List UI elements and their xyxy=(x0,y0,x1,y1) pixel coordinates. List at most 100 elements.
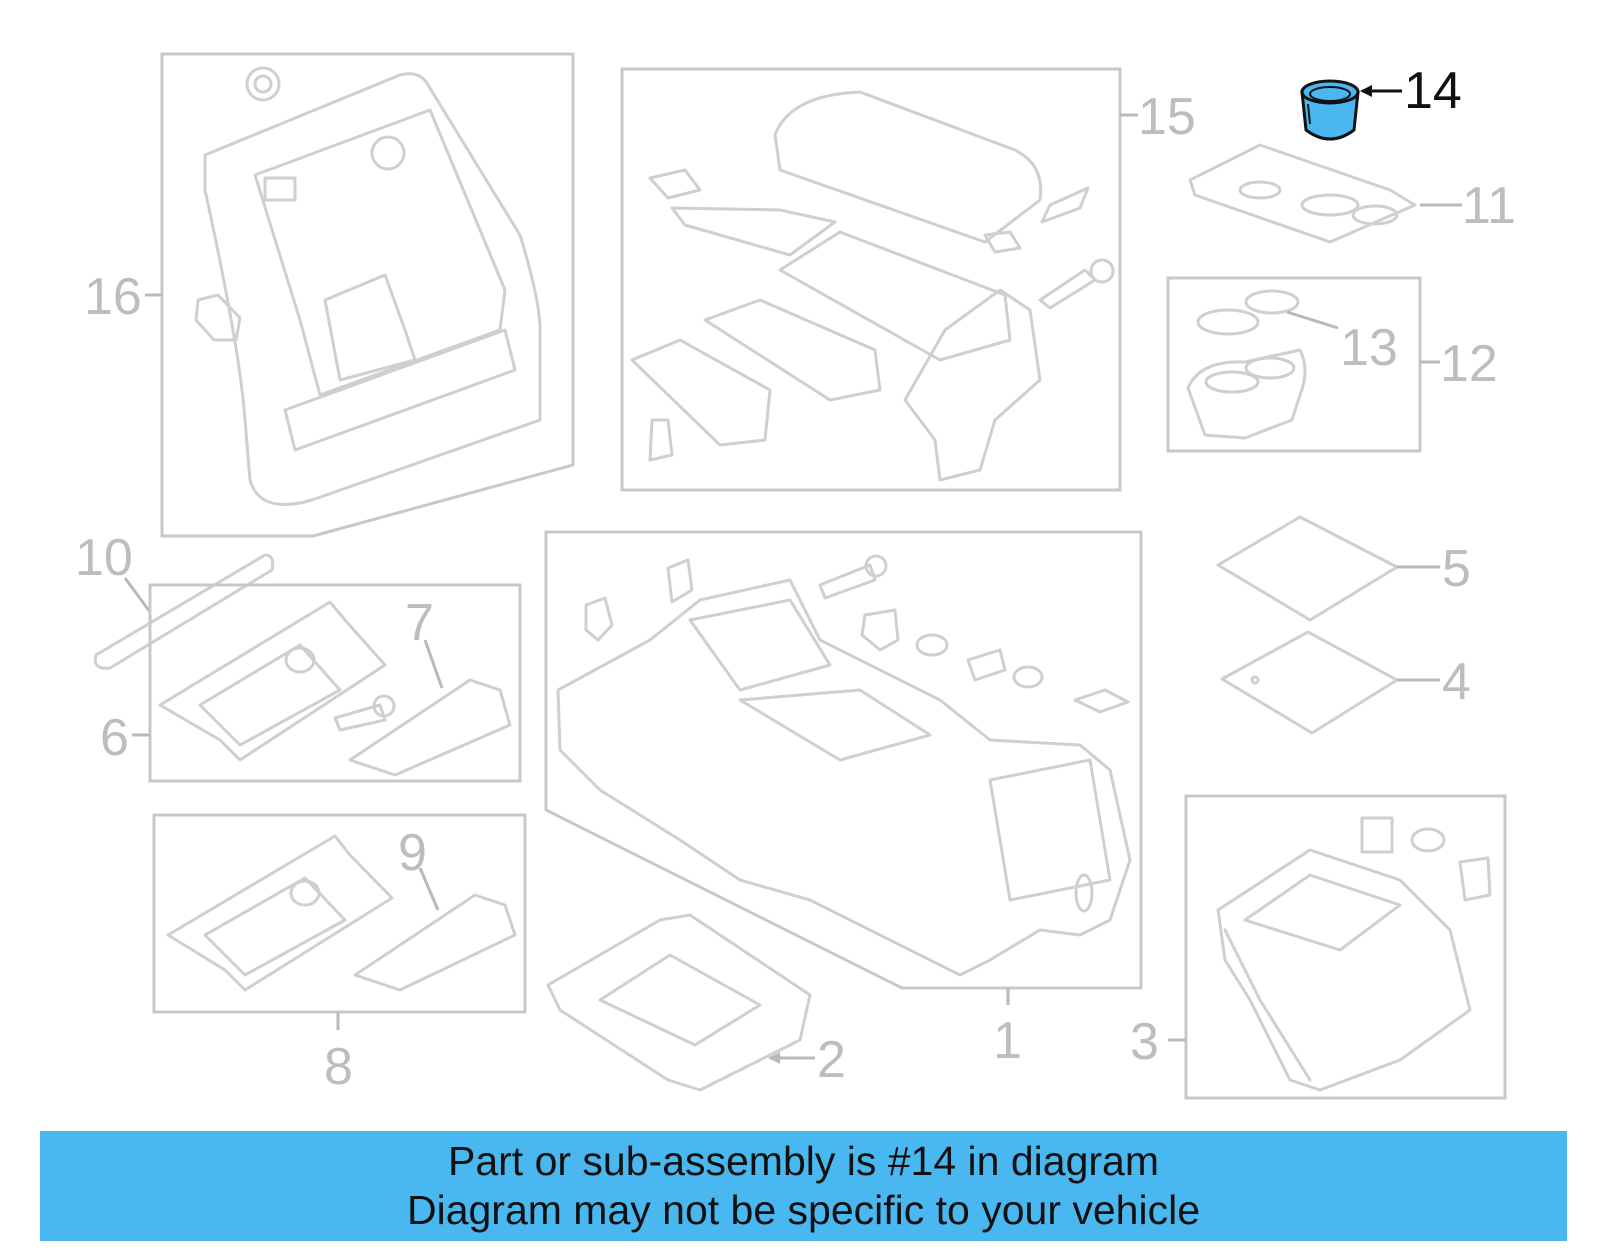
console-top-opening xyxy=(688,598,832,692)
part-1-clip-c xyxy=(860,608,900,652)
cup-holder-body xyxy=(1186,348,1307,440)
box-12 xyxy=(1166,276,1422,453)
part-1-clip-a xyxy=(584,596,614,642)
pad-b xyxy=(983,230,1022,254)
callout-14: 14 xyxy=(1404,62,1462,120)
pad-c xyxy=(1040,186,1090,224)
panel-knob xyxy=(370,135,406,171)
bin-opening xyxy=(1243,873,1402,952)
cup-holder-ring-a xyxy=(1196,308,1260,336)
part-16-clip xyxy=(194,293,242,342)
callout-5: 5 xyxy=(1442,540,1471,598)
leader-13 xyxy=(1286,310,1339,330)
part-1-grommet-a xyxy=(915,633,949,657)
bezel-hole-b xyxy=(1300,193,1360,217)
panel-bottom xyxy=(283,328,517,452)
part-10-strip xyxy=(93,553,275,670)
part-12-group[interactable]: 13 12 xyxy=(1166,276,1498,453)
console-vent xyxy=(1074,873,1094,913)
part-6-screw-head xyxy=(372,694,396,718)
part-3-clip-b xyxy=(1458,856,1492,902)
part-3-group[interactable]: 3 xyxy=(1130,794,1507,1100)
armrest-base xyxy=(778,230,1012,362)
cup-holder-ring-b xyxy=(1244,289,1300,315)
part-2-inner xyxy=(598,953,762,1047)
part-1-clip-d xyxy=(966,648,1007,682)
tray-a xyxy=(703,298,882,402)
part-8-hole xyxy=(289,879,321,907)
part-11-group[interactable]: 11 xyxy=(1188,143,1516,244)
part-14-body xyxy=(1300,90,1360,141)
bin-side-ribs xyxy=(1223,928,1312,1082)
screw-15-head xyxy=(1089,258,1115,284)
bumper-15 xyxy=(648,418,674,462)
console-outline xyxy=(556,578,1132,977)
part-10-group[interactable]: 10 xyxy=(75,529,275,670)
part-6-hole xyxy=(284,646,316,674)
part-14-highlighted[interactable]: 14 xyxy=(1300,62,1462,141)
part-1-group[interactable]: 1 xyxy=(544,530,1143,1070)
part-6-bezel xyxy=(158,600,387,762)
callout-1: 1 xyxy=(993,1012,1022,1070)
pad-a xyxy=(648,168,702,200)
callout-6: 6 xyxy=(100,709,129,767)
part-16-grommet-hole xyxy=(253,74,273,94)
part-14-tab xyxy=(1307,103,1311,125)
arrow-14 xyxy=(1360,85,1372,97)
part-8-bezel xyxy=(166,834,394,992)
box-6 xyxy=(148,583,522,783)
part-8-opening xyxy=(203,876,347,977)
callout-2: 2 xyxy=(817,1031,846,1089)
callout-12: 12 xyxy=(1440,335,1498,393)
part-15-group[interactable]: 15 xyxy=(620,67,1196,492)
box-3 xyxy=(1184,794,1507,1100)
part-4-dot xyxy=(1250,675,1260,685)
callout-11: 11 xyxy=(1462,177,1516,235)
part-14-rim-inner xyxy=(1309,86,1351,102)
callout-13: 13 xyxy=(1340,319,1398,377)
part-1-grommet-b xyxy=(1012,665,1044,689)
part-9-tray xyxy=(353,893,517,992)
part-4-group[interactable]: 4 xyxy=(1220,630,1471,735)
cup-well-a xyxy=(1204,370,1260,394)
part-16-grommet xyxy=(245,66,281,102)
console-rear-panel xyxy=(988,758,1112,902)
leader-9 xyxy=(418,867,440,911)
leader-7 xyxy=(423,639,444,689)
hinge-bracket xyxy=(903,288,1042,482)
part-1-screw-head xyxy=(864,554,888,578)
bin-outline xyxy=(1216,848,1472,1092)
box-16 xyxy=(160,52,575,538)
part-3-clip-a xyxy=(1360,816,1394,854)
part-6-screw xyxy=(333,703,387,732)
part-3-grommet xyxy=(1410,827,1446,853)
box-1 xyxy=(544,530,1143,990)
tray-b xyxy=(630,338,772,447)
part-6-group[interactable]: 7 6 xyxy=(100,583,522,783)
bezel-outline xyxy=(1188,143,1417,244)
part-16-group[interactable]: 16 xyxy=(84,52,575,538)
console-tray xyxy=(738,688,932,762)
part-2-tray xyxy=(546,913,812,1092)
callout-8: 8 xyxy=(324,1038,353,1096)
arrow-2 xyxy=(768,1052,780,1064)
part-5-pad xyxy=(1216,515,1399,622)
bezel-hole-c xyxy=(1351,204,1399,226)
part-4-pad xyxy=(1220,630,1399,735)
part-2-group[interactable]: 2 xyxy=(546,913,846,1092)
part-1-screw xyxy=(818,563,877,600)
part-8-group[interactable]: 9 8 xyxy=(152,813,527,1096)
callout-7: 7 xyxy=(405,594,434,652)
callout-10: 10 xyxy=(75,529,133,587)
part-1-clip-b xyxy=(666,558,694,604)
callout-16: 16 xyxy=(84,268,142,326)
panel-inner xyxy=(323,273,417,382)
cup-well-b xyxy=(1244,356,1296,380)
banner-line-1: Part or sub-assembly is #14 in diagram xyxy=(448,1138,1159,1184)
part-6-opening xyxy=(198,643,342,747)
part-7-tray xyxy=(348,678,512,777)
part-5-group[interactable]: 5 xyxy=(1216,515,1471,622)
bezel-hole-a xyxy=(1238,180,1282,200)
callout-4: 4 xyxy=(1442,653,1471,711)
